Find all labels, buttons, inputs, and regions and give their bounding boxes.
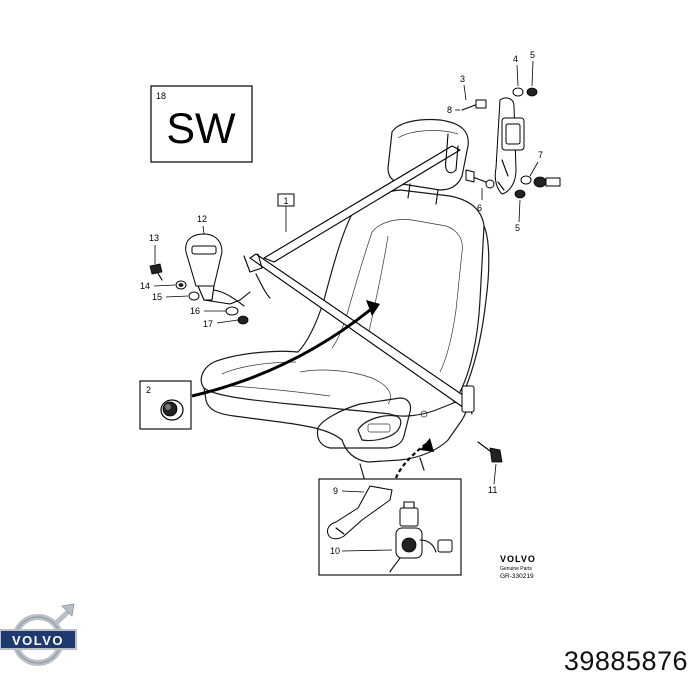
callout-6: 6: [477, 203, 482, 213]
callout-5-top: 5: [530, 50, 535, 60]
buckle-sensor-detail-box: 9 10: [318, 438, 462, 576]
part-number: 39885876: [563, 646, 688, 676]
callout-17: 17: [203, 319, 213, 329]
callout-18: 18: [156, 91, 166, 101]
height-adjuster: [461, 87, 561, 199]
stamp-brand: VOLVO: [500, 554, 536, 564]
callout-10: 10: [330, 546, 340, 556]
callout-16: 16: [190, 306, 200, 316]
upper-right-callouts: 3 4 5 8 7 6 5: [447, 50, 543, 233]
callout-9: 9: [333, 486, 338, 496]
callout-4: 4: [513, 54, 518, 64]
callout-14: 14: [140, 281, 150, 291]
volvo-logo: VOLVO: [0, 603, 77, 666]
logo-text: VOLVO: [12, 633, 64, 648]
seat-drawing: [200, 118, 490, 479]
volvo-genuine-parts-stamp: VOLVO Genuine Parts GR-330219: [500, 554, 536, 580]
callout-2: 2: [146, 385, 151, 395]
callout-3: 3: [460, 74, 465, 84]
callout-7: 7: [538, 150, 543, 160]
callout-12: 12: [197, 214, 207, 224]
callout-5-bottom: 5: [515, 223, 520, 233]
buckle-assembly: [149, 233, 251, 325]
seat-belt-webbing: [243, 133, 475, 415]
bolt-11: 11: [477, 441, 503, 495]
stamp-subtitle: Genuine Parts: [500, 566, 532, 572]
callout-11: 11: [488, 485, 497, 495]
stamp-code: GR-330219: [500, 573, 534, 580]
callout-2-box: 2: [139, 300, 380, 430]
callout-1: 1: [283, 196, 288, 206]
sw-callout-box: 18 SW: [150, 85, 253, 163]
callout-13: 13: [149, 233, 159, 243]
callout-8: 8: [447, 105, 452, 115]
callout-15: 15: [152, 292, 162, 302]
sw-text: SW: [166, 105, 236, 153]
callout-1-box: 1: [277, 193, 295, 232]
left-callouts: 12 13 14 15 16 17: [140, 214, 239, 329]
